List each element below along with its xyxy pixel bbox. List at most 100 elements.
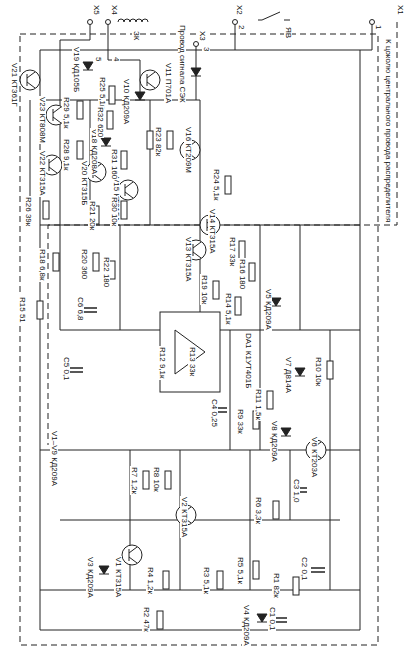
component-label: R25 5,1к [98,76,106,110]
component-label: 1 [374,24,382,30]
component-label: C4 0,25 [210,398,218,428]
component-label: R8 10к [152,466,160,493]
component-label: R13 33к [188,346,196,377]
resistor-symbol [77,141,83,159]
component-label: DA1 К1УТ401Б [244,332,252,389]
terminal-symbol [88,20,93,25]
coil-symbol [118,19,124,22]
resistor-symbol [157,611,163,629]
component-label: V14 КТ315А [208,208,216,255]
component-label: 5 [94,56,102,62]
component-label: R23 82к [154,126,162,157]
transistor-leads [53,107,61,123]
component-label: К цоколю центрального провода распредели… [384,38,392,223]
transistor-symbol [122,545,142,565]
component-label: 4 [112,56,120,62]
component-label: R20 360 [80,248,88,280]
component-label: R21 20к [88,200,96,231]
coil-symbol [142,19,148,22]
component-label: 2 [237,24,245,30]
component-label: R28 9,1к [62,138,70,172]
capacitor-symbol [83,308,97,312]
resistor-symbol [143,471,149,489]
diode-symbol [281,428,291,436]
resistor-symbol [253,561,259,579]
component-label: C2 0,1 [300,556,308,582]
component-label: V10 КД209А [122,78,130,125]
component-label: R16 180 [238,258,246,290]
component-label: R15 51 [18,296,26,324]
component-label: R22 180 [102,256,110,288]
resistor-symbol [43,201,49,219]
resistor-symbol [77,101,83,119]
coil-symbol [124,19,130,22]
component-label: 3 [202,46,210,52]
component-label: C1 0,1 [268,606,276,632]
component-label: R4 1,2к [146,566,154,595]
resistor-symbol [165,471,171,489]
component-label: R9 33к [236,408,244,435]
component-label: ЗК [132,30,140,42]
component-label: R30 10к [110,196,118,227]
diode-symbol [295,368,305,376]
component-label: V23 КТ808М [38,96,46,144]
resistor-symbol [327,361,333,379]
resistor-symbol [293,577,299,595]
component-label: X5 [92,4,100,16]
transistor-leads [49,157,57,173]
component-label: V5 КД209А [264,288,272,331]
diode-symbol [99,566,109,574]
coil-symbol [130,19,136,22]
component-label: V1–V9 КД209А [50,430,58,487]
resistor-symbol [147,131,153,149]
component-label: R31 160 [110,148,118,180]
component-label: V22 КТ315А [38,150,46,197]
diode-symbol [271,298,281,306]
resistor-symbol [239,241,245,259]
component-label: R17 33к [228,236,236,267]
component-label: R3 5,1к [202,566,210,595]
resistor-symbol [109,86,115,104]
bus-wires [40,100,360,590]
diode-symbol [257,614,267,622]
component-label: X3 [198,30,206,42]
component-label: C5 0,1 [62,356,70,382]
resistor-symbol [249,263,255,281]
component-label: R24 5,1к [212,168,220,202]
external-wire [48,22,397,445]
component-label: X1 [396,4,404,16]
transistor-leads [147,72,155,88]
resistor-symbol [93,253,99,271]
component-label: V7 Д814А [284,356,292,394]
transistor-leads [125,182,133,198]
resistor-symbol [107,111,113,129]
component-label: ЯВ [284,26,292,39]
terminal-symbol [194,42,199,47]
resistor-symbol [121,151,127,169]
component-label: V6 КТ203А [310,436,318,478]
diode-symbol [191,68,201,76]
component-label: V2 КТ315А [180,496,188,538]
transistor-leads [193,242,201,258]
component-label: X2 [235,4,243,16]
transistor-symbol [20,70,40,90]
component-label: R29 5,1к [62,96,70,130]
component-label: R11 1,5к [254,388,262,421]
component-label: R26 39к [24,196,32,227]
capacitor-symbol [311,568,325,572]
diode-symbol [101,138,111,146]
diode-symbol [135,92,145,100]
component-label: V3 КД209А [86,556,94,599]
component-label: V4 КД209А [242,604,250,647]
component-label: R7 1,2к [130,466,138,495]
resistor-symbol [37,301,43,319]
component-label: V16 КТ209М [184,126,192,174]
component-label: C3 1,0 [292,478,300,504]
component-label: V21 КТ361Г [10,62,18,108]
component-label: V19 КД105Б [72,46,80,93]
component-label: R10 10к [314,356,322,387]
component-label: V11 П701А [164,62,172,104]
transistor-symbol [140,70,160,90]
coil-symbol [136,19,142,22]
